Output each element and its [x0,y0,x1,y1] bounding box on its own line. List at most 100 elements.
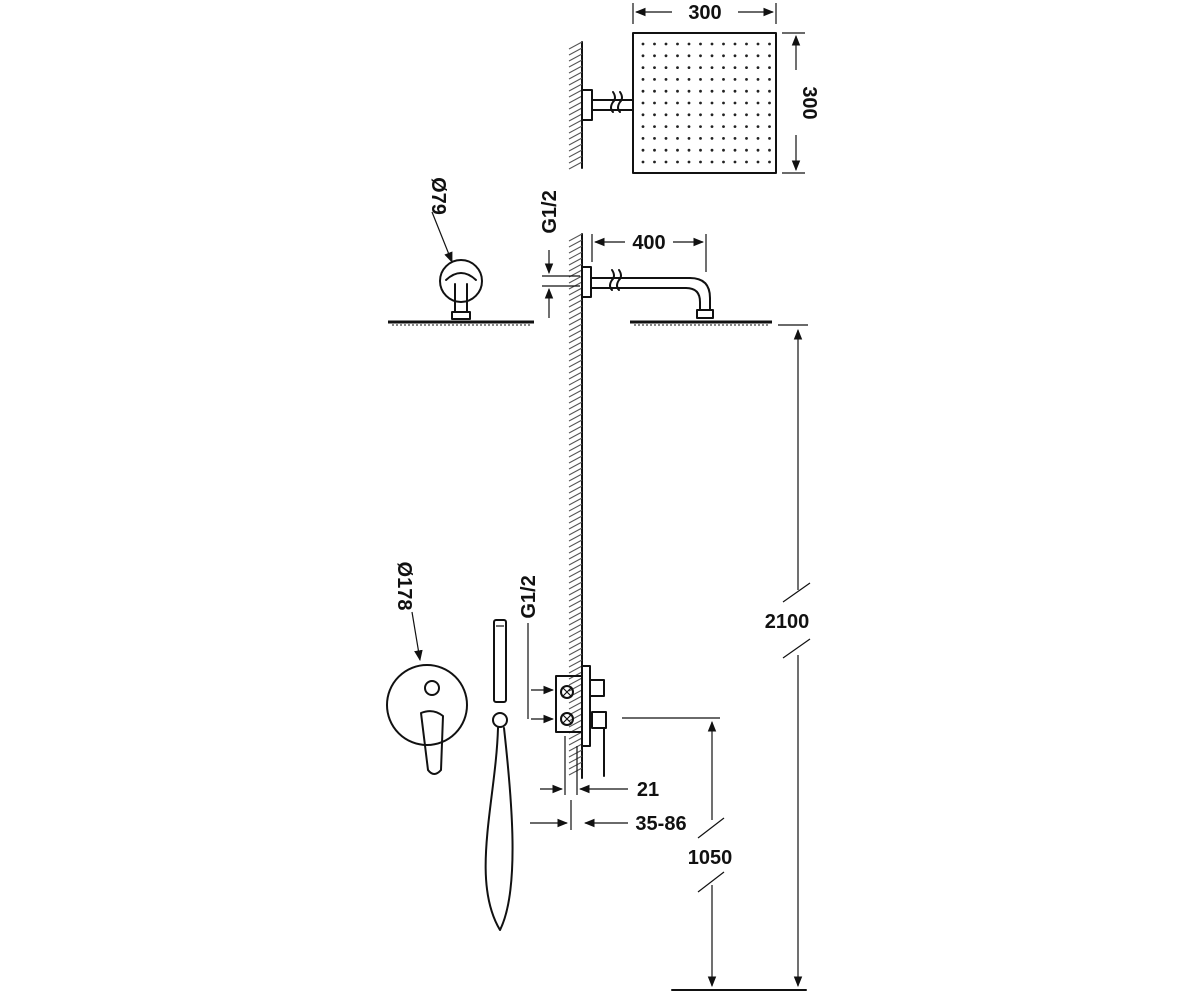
dim-2100: 2100 [765,324,811,988]
nozzle-dot [733,66,737,69]
nozzle-dot [756,89,760,93]
inlet-top-cross [561,686,573,698]
dim-label-phi79: Ø79 [427,177,449,215]
nozzle-dot [722,66,725,69]
hatch-line [568,467,583,476]
nozzle-dot [768,101,771,105]
hatch-line [568,611,583,620]
hatch-line [568,95,583,104]
dim-label-width: 300 [688,2,721,24]
hatch-line [568,401,583,410]
dim-label-400: 400 [632,232,665,254]
nozzle-dot [664,148,668,152]
dim-label-depth: 300 [798,86,820,119]
hatch-line [568,53,583,62]
dim-break-1050-b [697,871,725,893]
nozzle-dot [699,42,702,46]
hatch-line [568,407,583,416]
nozzle-dot [699,160,702,164]
nozzle-dot [653,125,656,128]
hatch-line [568,545,583,554]
hatch-line [568,299,583,308]
hatch-line [568,137,583,146]
nozzle-dot [756,42,760,46]
dim-label-21: 21 [637,779,659,801]
hatch-line [568,767,583,776]
nozzle-dot [745,78,748,81]
arm-bend-outer [689,277,711,311]
nozzle-dot [710,78,714,81]
nozzle-dot [710,66,714,69]
nozzle-dot [641,42,645,46]
hatch-line [568,59,583,68]
hatch-line [568,353,583,362]
hatch-line [568,65,583,74]
hatch-line [568,131,583,140]
arm-flange-circle [439,259,483,303]
nozzle-dot [687,113,691,117]
nozzle-dot [756,66,760,69]
nozzle-dot [733,113,737,117]
nozzle-dot [653,42,656,46]
hatch-line [568,641,583,650]
hatch-line [568,761,583,770]
nozzle-dot [676,113,679,117]
nozzle-dot [745,160,748,164]
hatch-line [568,377,583,386]
hatch-line [568,395,583,404]
nozzle-dot [664,78,668,81]
nozzle-dot [745,125,748,128]
hatch-line [568,389,583,398]
dim-label-1050: 1050 [688,847,733,869]
nozzle-dot [710,42,714,46]
hatch-line [568,647,583,656]
hand-shower-body [493,619,507,703]
hatch-line [568,431,583,440]
nozzle-dot [768,125,771,128]
dim-1050: 1050 [622,717,733,988]
nozzle-dot [641,78,645,81]
hatch-line [568,521,583,530]
hatch-line [568,569,583,578]
hatch-line [568,125,583,134]
hatch-line [568,425,583,434]
nozzle-dot [745,101,748,105]
hatch-line [568,629,583,638]
nozzle-dot [653,78,656,81]
nozzle-dot [687,160,691,164]
nozzle-dot [699,78,702,81]
arm-bend-front [445,272,477,281]
hatch-line [568,101,583,110]
hatch-line [568,341,583,350]
hatch-line [568,635,583,644]
nozzle-dot [756,54,760,58]
mixer-plate-front [386,664,468,746]
hand-shower [484,619,514,931]
hatch-line [568,263,583,272]
arm-pipe-front [454,283,468,313]
hatch-line [568,293,583,302]
hatch-line [568,245,583,254]
hatch-line [568,755,583,764]
hatch-line [568,527,583,536]
wall-hatch-top [568,41,583,170]
hatch-line [568,491,583,500]
nozzle-dot [768,66,771,69]
nozzle-dot [722,160,725,164]
nozzle-dot [641,113,645,117]
hatch-line [568,557,583,566]
hatch-line [568,593,583,602]
nozzle-dot [699,125,702,128]
hatch-line [568,41,583,50]
hatch-line [568,161,583,170]
nozzle-dot [768,113,771,117]
nozzle-dot [699,89,702,93]
dim-break-1050-a [697,817,725,839]
hatch-line [568,473,583,482]
hatch-line [568,449,583,458]
nozzle-dot [745,54,748,58]
dim-label-g12-lower: G1/2 [518,575,540,618]
nozzle-dot [687,148,691,152]
hatch-line [568,743,583,752]
hatch-line [568,455,583,464]
